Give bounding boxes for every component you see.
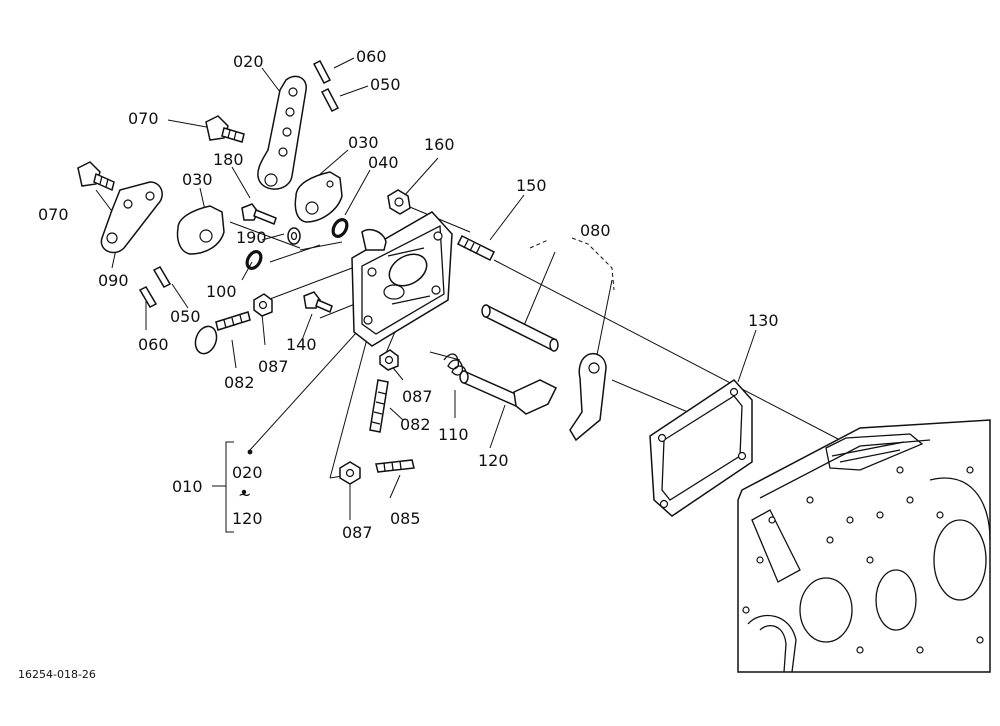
label-082-center: 082 [400,415,431,434]
part-085-screw [375,459,415,473]
label-040: 040 [368,153,399,172]
part-130-gasket [649,379,753,517]
part-050-pin-lower [152,266,172,288]
label-180: 180 [213,150,244,169]
label-range-tilde: ~ [238,485,251,504]
label-070-upper: 070 [128,109,159,128]
part-070-bolt-lower [77,161,115,192]
part-030-lever-upper [294,171,343,223]
part-050-pin-upper [320,88,340,112]
part-110-spring [443,353,467,376]
part-030-lever-lower [176,205,225,255]
part-140-bolt [303,291,333,314]
drawing-number: 16254-018-26 [18,668,96,681]
part-180-bolt [241,203,277,225]
label-060-upper: 060 [356,47,387,66]
part-160-nut [387,189,411,215]
part-087-nut-lower [339,461,361,485]
label-090: 090 [98,271,129,290]
label-087-center: 087 [402,387,433,406]
engine-block [737,419,991,673]
part-082-screw-left [194,311,251,355]
label-160: 160 [424,135,455,154]
part-040-o-ring [331,218,349,238]
label-020: 020 [233,52,264,71]
part-060-pin-upper [312,60,332,84]
part-087-nut-left [253,293,273,317]
part-080-fork-lever [569,352,607,442]
part-120-fork-shaft [459,370,558,415]
label-190: 190 [236,228,267,247]
label-100: 100 [206,282,237,301]
label-110: 110 [438,425,469,444]
label-050-lower: 050 [170,307,201,326]
part-087-nut-center [379,349,399,371]
label-087-lower: 087 [342,523,373,542]
label-050-upper: 050 [370,75,401,94]
label-060-lower: 060 [138,335,169,354]
label-085: 085 [390,509,421,528]
label-010: 010 [172,477,203,496]
label-140: 140 [286,335,317,354]
part-100-o-ring [245,250,263,270]
part-090-plate [100,181,163,254]
part-150-stud [456,234,496,262]
part-082-screw-center [369,379,389,433]
label-070-lower: 070 [38,205,69,224]
callout-labels: 020 060 050 070 030 040 160 180 070 030 … [18,47,779,681]
label-150: 150 [516,176,547,195]
part-060-pin-lower [138,286,158,308]
part-020-lever [257,75,307,190]
label-082-left: 082 [224,373,255,392]
part-190-washer [287,227,301,245]
label-030-upper: 030 [348,133,379,152]
label-120: 120 [478,451,509,470]
label-087-left: 087 [258,357,289,376]
part-070-bolt-upper [205,115,245,143]
label-030-lower: 030 [182,170,213,189]
label-080: 080 [580,221,611,240]
label-120-range: 120 [232,509,263,528]
label-130: 130 [748,311,779,330]
label-020-range: 020 [232,463,263,482]
part-080-shaft [481,304,559,352]
governor-cover-housing [351,211,453,347]
